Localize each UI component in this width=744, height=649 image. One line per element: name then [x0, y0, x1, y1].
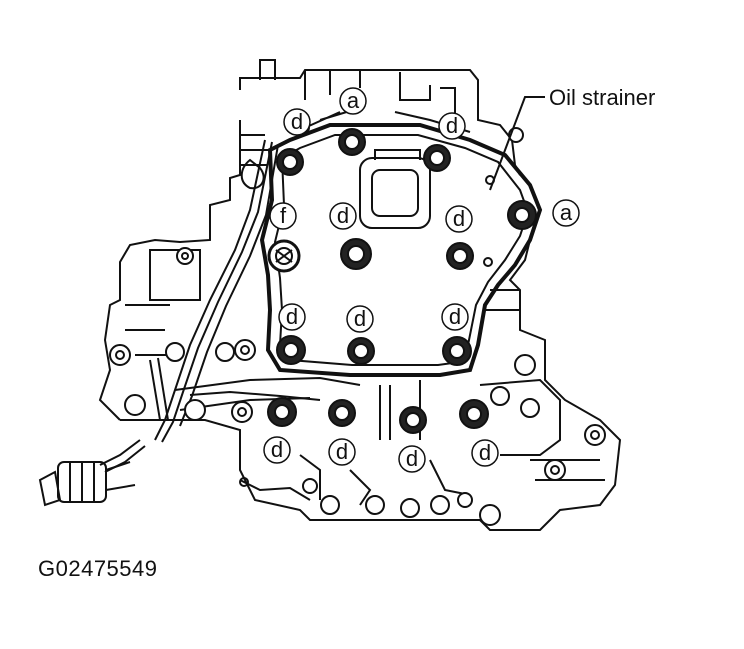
bolt — [399, 406, 427, 434]
bolt — [267, 239, 301, 273]
oil-strainer-callout: Oil strainer — [489, 85, 655, 191]
bolt-label: a — [552, 199, 580, 227]
svg-text:d: d — [449, 304, 461, 329]
bolt-label: d — [438, 112, 466, 140]
bolt — [347, 337, 375, 365]
bolt-label: d — [471, 439, 499, 467]
bolt-label: d — [278, 303, 306, 331]
bolt-label: a — [339, 87, 367, 115]
bolt-label: d — [283, 108, 311, 136]
bolt — [507, 200, 537, 230]
bolt-label: d — [441, 303, 469, 331]
bolt-group — [267, 128, 537, 434]
valve-body-housing — [98, 59, 622, 531]
svg-text:d: d — [336, 439, 348, 464]
svg-text:d: d — [453, 206, 465, 231]
bolt-label: d — [346, 305, 374, 333]
svg-text:d: d — [291, 109, 303, 134]
svg-text:d: d — [354, 306, 366, 331]
oil-strainer-plate — [259, 107, 543, 377]
bolt — [276, 148, 304, 176]
bolt — [328, 399, 356, 427]
bolt — [459, 399, 489, 429]
bolt — [340, 238, 372, 270]
wire-harness — [38, 139, 321, 507]
bolt — [446, 242, 474, 270]
bolt-label: f — [269, 202, 297, 230]
svg-text:d: d — [446, 113, 458, 138]
bolt-labels: a d d a d d f d d d d d d d — [263, 87, 580, 473]
callout-leader-line — [489, 96, 545, 191]
svg-text:d: d — [479, 440, 491, 465]
bolt — [423, 144, 451, 172]
svg-text:a: a — [560, 200, 573, 225]
bolt — [338, 128, 366, 156]
svg-text:a: a — [347, 88, 360, 113]
callout-label: Oil strainer — [549, 85, 655, 110]
bolt-label: d — [263, 436, 291, 464]
bolt — [267, 397, 297, 427]
svg-text:d: d — [271, 437, 283, 462]
bolt-label: d — [328, 438, 356, 466]
housing-fasteners — [109, 123, 606, 526]
bolt-label: d — [445, 205, 473, 233]
bolt-label: d — [398, 445, 426, 473]
svg-text:d: d — [406, 446, 418, 471]
svg-text:d: d — [337, 203, 349, 228]
bolt — [276, 335, 306, 365]
bolt — [442, 336, 472, 366]
figure-id: G02475549 — [38, 556, 158, 581]
svg-text:f: f — [280, 203, 287, 228]
bolt-label: d — [329, 202, 357, 230]
svg-text:d: d — [286, 304, 298, 329]
